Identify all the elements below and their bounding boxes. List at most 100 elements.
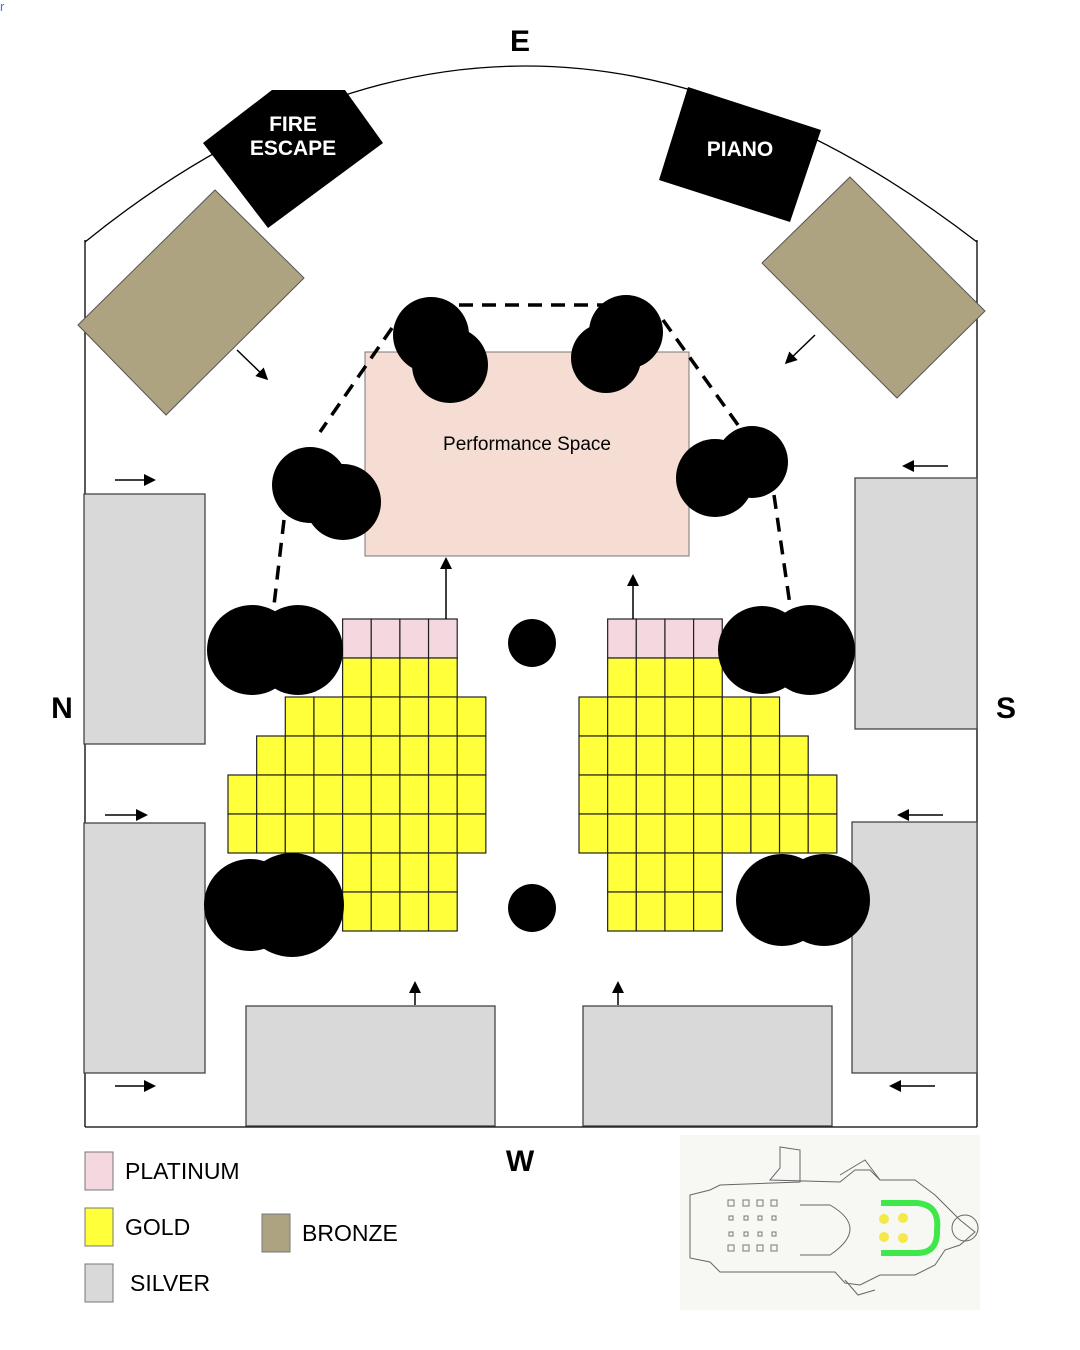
gold-seat-right[interactable] — [635, 813, 666, 854]
gold-seat-right[interactable] — [607, 735, 637, 776]
gold-seat-left[interactable] — [427, 774, 458, 815]
gold-seat-left[interactable] — [427, 813, 458, 854]
gold-seat-right[interactable] — [692, 852, 723, 893]
gold-seat-left[interactable] — [342, 774, 372, 815]
gold-seat-left[interactable] — [284, 774, 315, 815]
gold-seat-left[interactable] — [313, 696, 344, 737]
gold-seat-left[interactable] — [313, 735, 344, 776]
gold-seat-right[interactable] — [578, 774, 609, 815]
table-circle[interactable] — [412, 327, 488, 403]
gold-seat-right[interactable] — [664, 852, 695, 893]
gold-seat-left[interactable] — [456, 696, 487, 737]
gold-seat-right[interactable] — [692, 735, 723, 776]
silver-section-west-2[interactable] — [582, 1005, 833, 1127]
gold-seat-left[interactable] — [342, 852, 372, 893]
table-circle[interactable] — [716, 426, 788, 498]
gold-seat-left[interactable] — [370, 696, 401, 737]
gold-seat-right[interactable] — [664, 657, 695, 698]
gold-seat-right[interactable] — [578, 735, 609, 776]
gold-seat-left[interactable] — [256, 813, 286, 854]
gold-seat-right[interactable] — [578, 696, 609, 737]
gold-seat-left[interactable] — [399, 774, 430, 815]
platinum-seat-right[interactable] — [635, 618, 666, 659]
table-circle[interactable] — [508, 884, 556, 932]
table-circle[interactable] — [305, 464, 381, 540]
table-circle[interactable] — [778, 854, 870, 946]
platinum-seat-right[interactable] — [664, 618, 695, 659]
silver-section-north-2[interactable] — [83, 822, 206, 1074]
gold-seat-left[interactable] — [256, 774, 286, 815]
gold-seat-left[interactable] — [456, 774, 487, 815]
gold-seat-right[interactable] — [692, 657, 723, 698]
gold-seat-left[interactable] — [427, 657, 458, 698]
bronze-section-right[interactable] — [761, 176, 986, 399]
gold-seat-right[interactable] — [778, 813, 809, 854]
platinum-seat-left[interactable] — [342, 618, 372, 659]
gold-seat-right[interactable] — [721, 774, 752, 815]
gold-seat-left[interactable] — [227, 813, 258, 854]
gold-seat-right[interactable] — [750, 813, 781, 854]
gold-seat-left[interactable] — [399, 852, 430, 893]
gold-seat-right[interactable] — [635, 657, 666, 698]
gold-seat-left[interactable] — [313, 813, 344, 854]
silver-section-south-2[interactable] — [851, 821, 978, 1074]
table-circle[interactable] — [765, 605, 855, 695]
gold-seat-right[interactable] — [635, 774, 666, 815]
gold-seat-right[interactable] — [750, 774, 781, 815]
gold-seat-right[interactable] — [578, 813, 609, 854]
gold-seat-left[interactable] — [342, 891, 372, 932]
silver-section-north-1[interactable] — [83, 493, 206, 745]
gold-seat-right[interactable] — [692, 774, 723, 815]
gold-seat-left[interactable] — [370, 735, 401, 776]
gold-seat-right[interactable] — [778, 735, 809, 776]
platinum-seat-right[interactable] — [607, 618, 637, 659]
gold-seat-left[interactable] — [342, 813, 372, 854]
gold-seat-right[interactable] — [750, 696, 781, 737]
gold-seat-left[interactable] — [427, 735, 458, 776]
gold-seat-left[interactable] — [227, 774, 258, 815]
gold-seat-right[interactable] — [664, 891, 695, 932]
gold-seat-right[interactable] — [607, 891, 637, 932]
gold-seat-left[interactable] — [456, 813, 487, 854]
gold-seat-left[interactable] — [342, 696, 372, 737]
gold-seat-left[interactable] — [370, 774, 401, 815]
gold-seat-left[interactable] — [284, 735, 315, 776]
platinum-seat-left[interactable] — [427, 618, 458, 659]
platinum-seat-right[interactable] — [692, 618, 723, 659]
gold-seat-left[interactable] — [427, 696, 458, 737]
gold-seat-left[interactable] — [370, 852, 401, 893]
gold-seat-left[interactable] — [370, 813, 401, 854]
platinum-seat-left[interactable] — [399, 618, 430, 659]
gold-seat-left[interactable] — [342, 735, 372, 776]
gold-seat-right[interactable] — [692, 891, 723, 932]
gold-seat-left[interactable] — [427, 852, 458, 893]
gold-seat-left[interactable] — [427, 891, 458, 932]
gold-seat-right[interactable] — [635, 735, 666, 776]
gold-seat-right[interactable] — [721, 813, 752, 854]
gold-seat-right[interactable] — [692, 696, 723, 737]
gold-seat-left[interactable] — [284, 813, 315, 854]
gold-seat-right[interactable] — [807, 813, 838, 854]
gold-seat-left[interactable] — [370, 891, 401, 932]
gold-seat-left[interactable] — [399, 735, 430, 776]
gold-seat-left[interactable] — [399, 813, 430, 854]
gold-seat-right[interactable] — [692, 813, 723, 854]
gold-seat-left[interactable] — [399, 696, 430, 737]
gold-seat-right[interactable] — [635, 696, 666, 737]
gold-seat-right[interactable] — [635, 891, 666, 932]
gold-seat-right[interactable] — [750, 735, 781, 776]
gold-seat-left[interactable] — [399, 657, 430, 698]
table-circle[interactable] — [508, 619, 556, 667]
gold-seat-right[interactable] — [607, 852, 637, 893]
gold-seat-right[interactable] — [664, 813, 695, 854]
gold-seat-right[interactable] — [635, 852, 666, 893]
gold-seat-right[interactable] — [778, 774, 809, 815]
table-circle[interactable] — [240, 853, 344, 957]
gold-seat-right[interactable] — [664, 696, 695, 737]
platinum-seat-left[interactable] — [370, 618, 401, 659]
gold-seat-right[interactable] — [664, 774, 695, 815]
gold-seat-left[interactable] — [313, 774, 344, 815]
table-circle[interactable] — [571, 323, 641, 393]
bronze-section-left[interactable] — [77, 189, 305, 416]
table-circle[interactable] — [253, 605, 343, 695]
